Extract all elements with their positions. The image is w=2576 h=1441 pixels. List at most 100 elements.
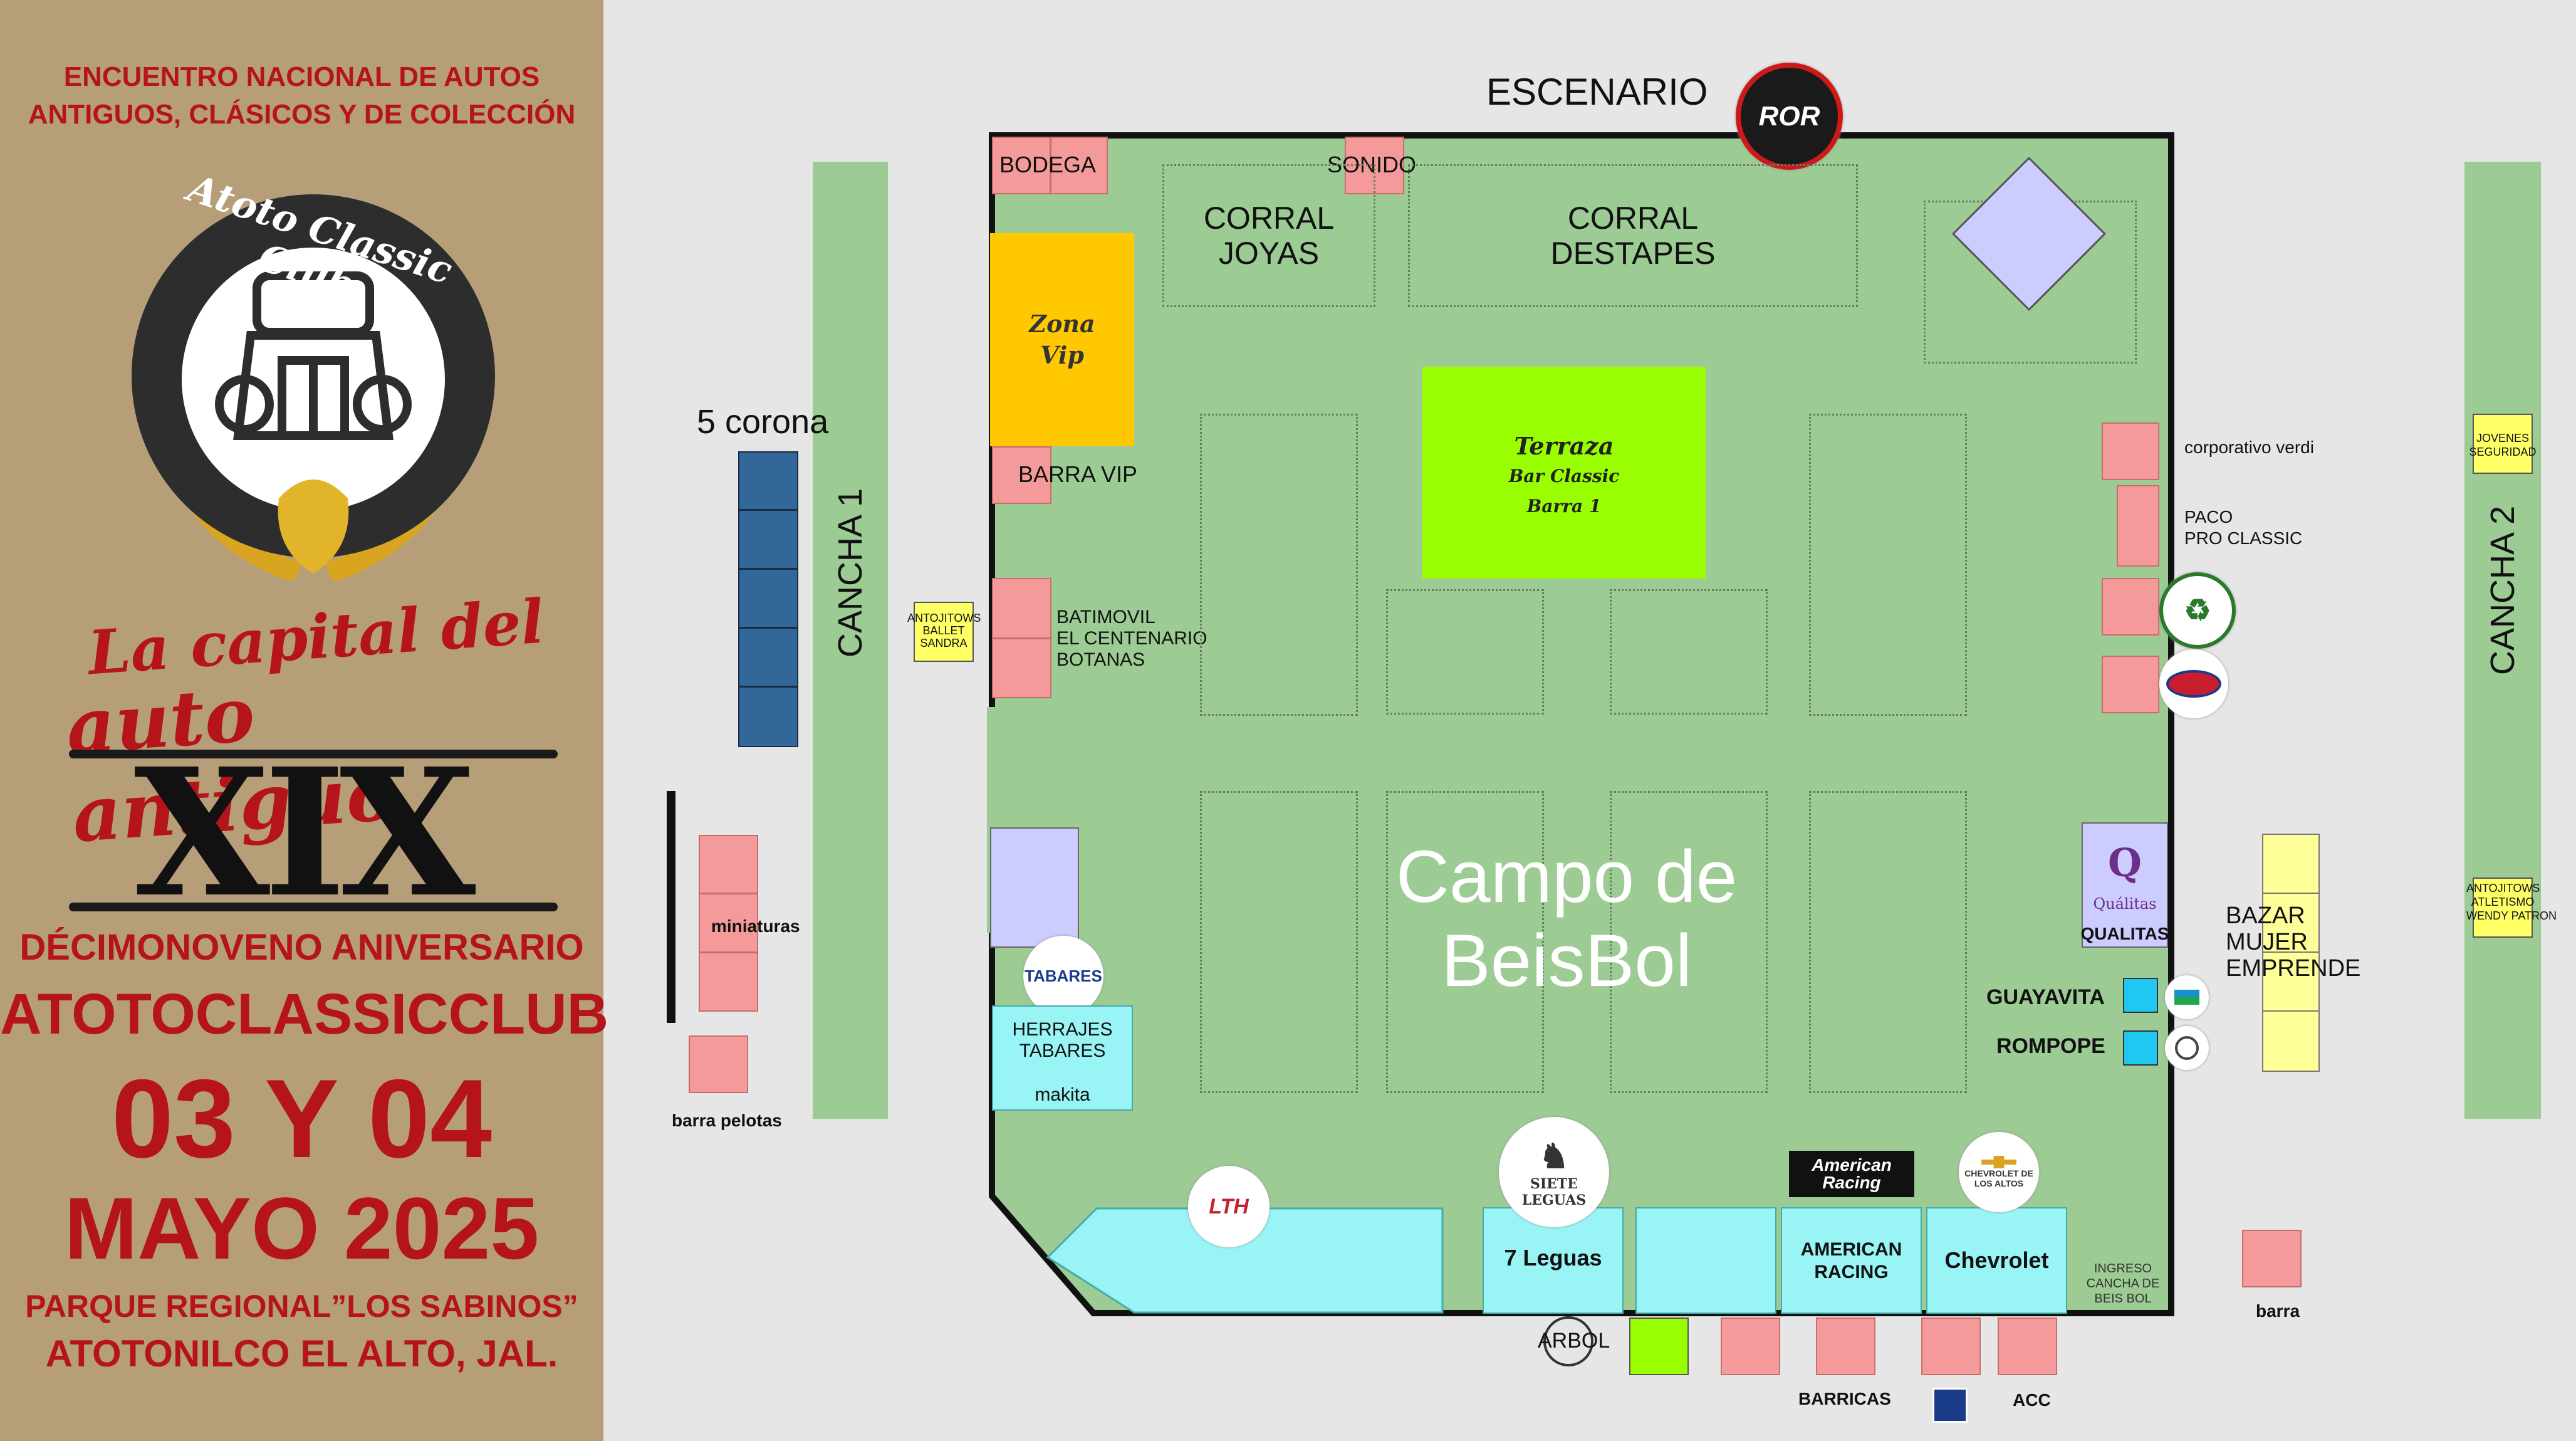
american-racing-logo[interactable]: American Racing: [1789, 1151, 1914, 1197]
barra-vip-label: BARRA VIP: [1018, 461, 1138, 487]
acc-label: ACC: [2013, 1390, 2051, 1410]
escenario-label: ESCENARIO: [1486, 71, 1708, 113]
recycle-logo[interactable]: ♻: [2159, 572, 2236, 649]
anniversary-text: DÉCIMONOVENO ANIVERSARIO: [19, 927, 584, 968]
chevrolet-logo[interactable]: CHEVROLET DE LOS ALTOS: [1959, 1132, 2039, 1212]
sponsor-logo-red[interactable]: [2159, 649, 2228, 718]
suzuki-logo-icon[interactable]: [1932, 1388, 1968, 1423]
parking-zone-7[interactable]: [1610, 791, 1768, 1093]
zona-vip[interactable]: [990, 233, 1134, 446]
rompope-label: ROMPOPE: [1996, 1034, 2105, 1058]
bazar-div-3: [2262, 1010, 2320, 1012]
venue-text: PARQUE REGIONAL”LOS SABINOS”: [25, 1289, 578, 1324]
antojitos-atletismo-booth[interactable]: [2473, 878, 2533, 938]
chevrolet-bowtie-icon: [1981, 1156, 2016, 1168]
corral-destapes[interactable]: [1408, 164, 1858, 307]
event-sidebar: ENCUENTRO NACIONAL DE AUTOS ANTIGUOS, CL…: [0, 0, 608, 1441]
barrica-booth-2[interactable]: [1816, 1318, 1875, 1375]
parking-zone-6[interactable]: [1386, 791, 1544, 1093]
acc-booth-1[interactable]: [1921, 1318, 1981, 1375]
acc-booth-2[interactable]: [1998, 1318, 2057, 1375]
miniaturas-booth[interactable]: [699, 835, 758, 1012]
recycle-icon: ♻: [2184, 594, 2211, 627]
bodega-divider: [1050, 137, 1051, 194]
date-line2: MAYO 2025: [64, 1179, 540, 1277]
parking-zone-5[interactable]: [1200, 791, 1358, 1093]
long-cyan-booth[interactable]: [1046, 1207, 1447, 1315]
sponsor-booth-1[interactable]: [2102, 578, 2159, 636]
parking-zone-3[interactable]: [1386, 589, 1544, 715]
horse-icon: ♞: [1538, 1136, 1570, 1176]
arbol-icon: [1543, 1316, 1593, 1366]
antojitos-ballet-booth[interactable]: [914, 602, 974, 662]
ror-logo[interactable]: ROR: [1736, 63, 1843, 170]
barricas-label: BARRICAS: [1798, 1389, 1891, 1408]
edition-numeral: XIX: [133, 730, 476, 936]
chevrolet-label: Chevrolet: [1944, 1247, 2049, 1273]
tabares-logo[interactable]: TABARES: [1023, 936, 1103, 1016]
parking-zone-4[interactable]: [1610, 589, 1768, 715]
lth-logo[interactable]: LTH: [1188, 1166, 1270, 1247]
qualitas-logo-text: Quálitas: [2093, 895, 2157, 913]
cancha-1-label: CANCHA 1: [831, 488, 870, 658]
barra-pelotas-booth[interactable]: [689, 1035, 748, 1093]
barra-vip-booth[interactable]: [992, 446, 1051, 504]
corral-joyas[interactable]: [1162, 164, 1375, 307]
oval-badge-icon: [2166, 670, 2221, 698]
cancha-2[interactable]: [2464, 162, 2541, 1119]
city-text: ATOTONILCO EL ALTO, JAL.: [45, 1333, 558, 1375]
corona-div-4: [738, 686, 798, 688]
sponsor-booth-2[interactable]: [2102, 656, 2159, 713]
cyan-booth-middle[interactable]: [1635, 1207, 1776, 1314]
corona-div-3: [738, 627, 798, 629]
guayavita-logo[interactable]: [2165, 975, 2209, 1019]
cancha-2-label: CANCHA 2: [2483, 506, 2522, 675]
american-racing-booth[interactable]: [1781, 1207, 1922, 1314]
heading-line1: ENCUENTRO NACIONAL DE AUTOS: [63, 61, 540, 92]
cancha-1[interactable]: [813, 162, 888, 1119]
bazar-booths[interactable]: [2262, 834, 2320, 1072]
barra-booth[interactable]: [2242, 1230, 2302, 1287]
club-logo: Atoto Classic Club: [110, 167, 517, 584]
lavender-booth[interactable]: [990, 827, 1079, 948]
cinco-corona-label: 5 corona: [697, 403, 829, 441]
rompope-booth[interactable]: [2123, 1030, 2158, 1066]
miniaturas-div-2: [699, 951, 758, 953]
parking-zone-1[interactable]: [1200, 414, 1358, 716]
guayavita-label: GUAYAVITA: [1986, 985, 2105, 1009]
corona-booths[interactable]: [738, 451, 798, 747]
parking-zone-8[interactable]: [1809, 791, 1967, 1093]
parking-zone-2[interactable]: [1809, 414, 1967, 716]
date-line1: 03 Y 04: [111, 1056, 493, 1181]
divider-bottom: [69, 903, 558, 911]
heading-line2: ANTIGUOS, CLÁSICOS Y DE COLECCIÓN: [28, 99, 576, 130]
bazar-div-1: [2262, 893, 2320, 894]
corporativo-booth[interactable]: [2102, 422, 2159, 480]
club-logo-graphic: [132, 194, 495, 584]
rompope-logo[interactable]: [2165, 1026, 2209, 1070]
divider-top: [69, 750, 558, 758]
siete-leguas-logo[interactable]: ♞ SIETE LEGUAS: [1499, 1117, 1609, 1227]
paco-booth[interactable]: [2117, 485, 2159, 567]
green-booth[interactable]: [1629, 1318, 1689, 1375]
herrajes-booth[interactable]: [992, 1005, 1133, 1111]
guayavita-booth[interactable]: [2123, 978, 2158, 1013]
miniaturas-label: miniaturas: [711, 916, 800, 936]
terraza-bar[interactable]: [1422, 367, 1706, 579]
bazar-div-2: [2262, 951, 2320, 953]
qualitas-booth[interactable]: [2082, 822, 2168, 948]
jovenes-booth[interactable]: [2473, 414, 2533, 474]
barrica-booth-1[interactable]: [1721, 1318, 1780, 1375]
miniaturas-div-1: [699, 893, 758, 894]
